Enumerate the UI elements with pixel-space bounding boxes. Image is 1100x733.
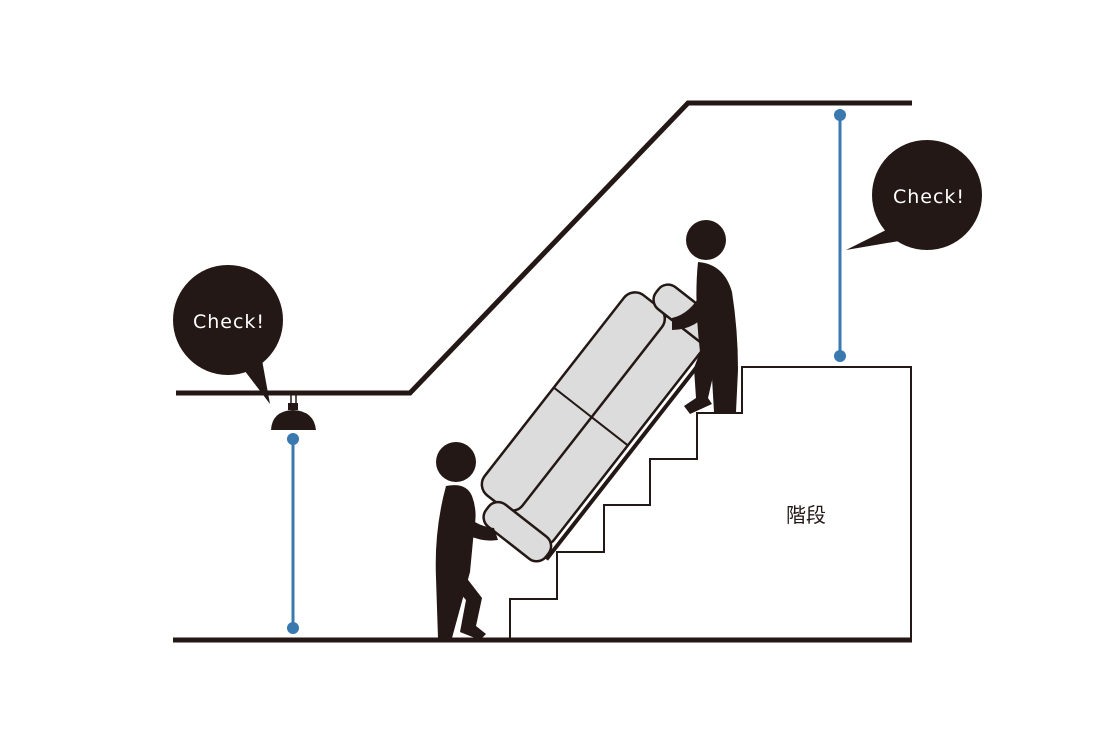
ceiling-height-measure-left [287,433,299,634]
mover-top-icon [672,220,738,414]
mover-bottom-icon [435,442,498,640]
ceiling-height-measure-right [834,109,846,362]
staircase [509,366,912,640]
check-bubble-left: Check! [173,265,283,404]
check-bubble-right: Check! [846,140,982,250]
pendant-lamp-icon [271,393,316,430]
check-bubble-right-text: Check! [893,186,965,208]
stairs-label: 階段 [786,503,826,527]
ceiling-line [176,100,912,396]
check-bubble-left-text: Check! [193,311,265,333]
